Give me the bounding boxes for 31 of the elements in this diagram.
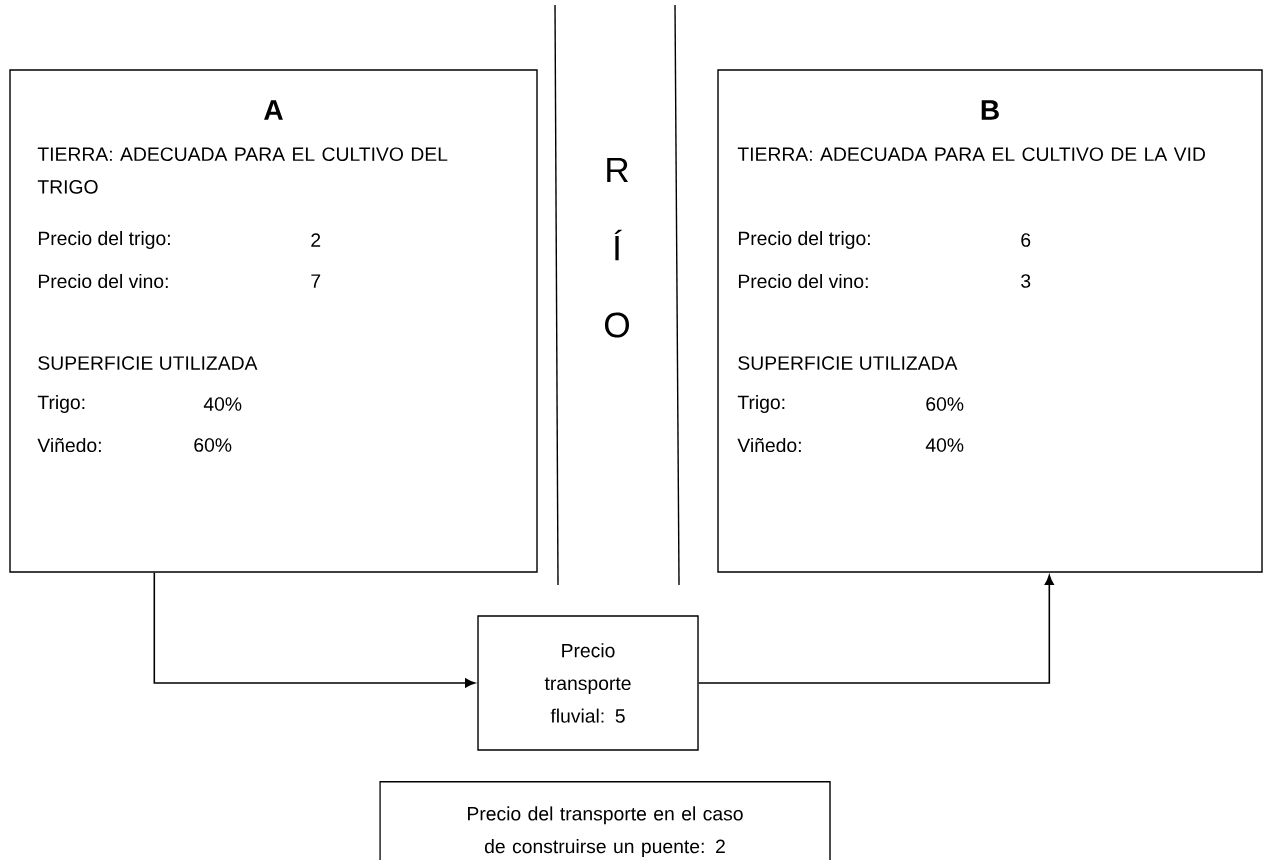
box-text: TIERRA: ADECUADA PARA EL CULTIVO DE LA VID	[737, 147, 1205, 162]
river-letter: R	[607, 157, 629, 183]
note-box: Precio del transporte en el caso de construirse un puente: 2	[379, 781, 831, 860]
box-text: Precio del trigo:	[38, 231, 170, 249]
river-letter: O	[605, 312, 629, 338]
value: 3	[1021, 274, 1031, 288]
value: 40%	[203, 397, 242, 411]
box-heading: B	[981, 100, 999, 120]
box-text: Precio del trigo:	[738, 231, 870, 249]
process-box: Precio transporte fluvial: 5	[477, 615, 699, 751]
box-text: Viñedo:	[37, 437, 101, 453]
arrow	[697, 574, 1054, 684]
box-text: Precio del vino:	[38, 273, 168, 289]
text-box	[9, 69, 538, 573]
box-heading: A	[264, 100, 283, 120]
value: 40%	[925, 438, 964, 452]
value: 60%	[194, 438, 232, 452]
value: 6	[1021, 233, 1031, 247]
box-text: Trigo:	[37, 395, 85, 413]
box-text: SUPERFICIE UTILIZADA	[738, 356, 958, 370]
box-text: TIERRA: ADECUADA PARA EL CULTIVO DEL TRIGO	[37, 147, 448, 194]
box-text: Viñedo:	[737, 437, 801, 453]
value: 60%	[926, 397, 964, 411]
arrow	[153, 571, 476, 688]
box-text: Precio del vino:	[738, 273, 868, 289]
text-box	[717, 69, 1263, 573]
box-text: SUPERFICIE UTILIZADA	[38, 356, 258, 370]
value: 2	[311, 233, 321, 247]
value: 7	[311, 274, 321, 288]
river-letter: Í	[614, 229, 622, 261]
box-text: Trigo:	[737, 395, 785, 413]
